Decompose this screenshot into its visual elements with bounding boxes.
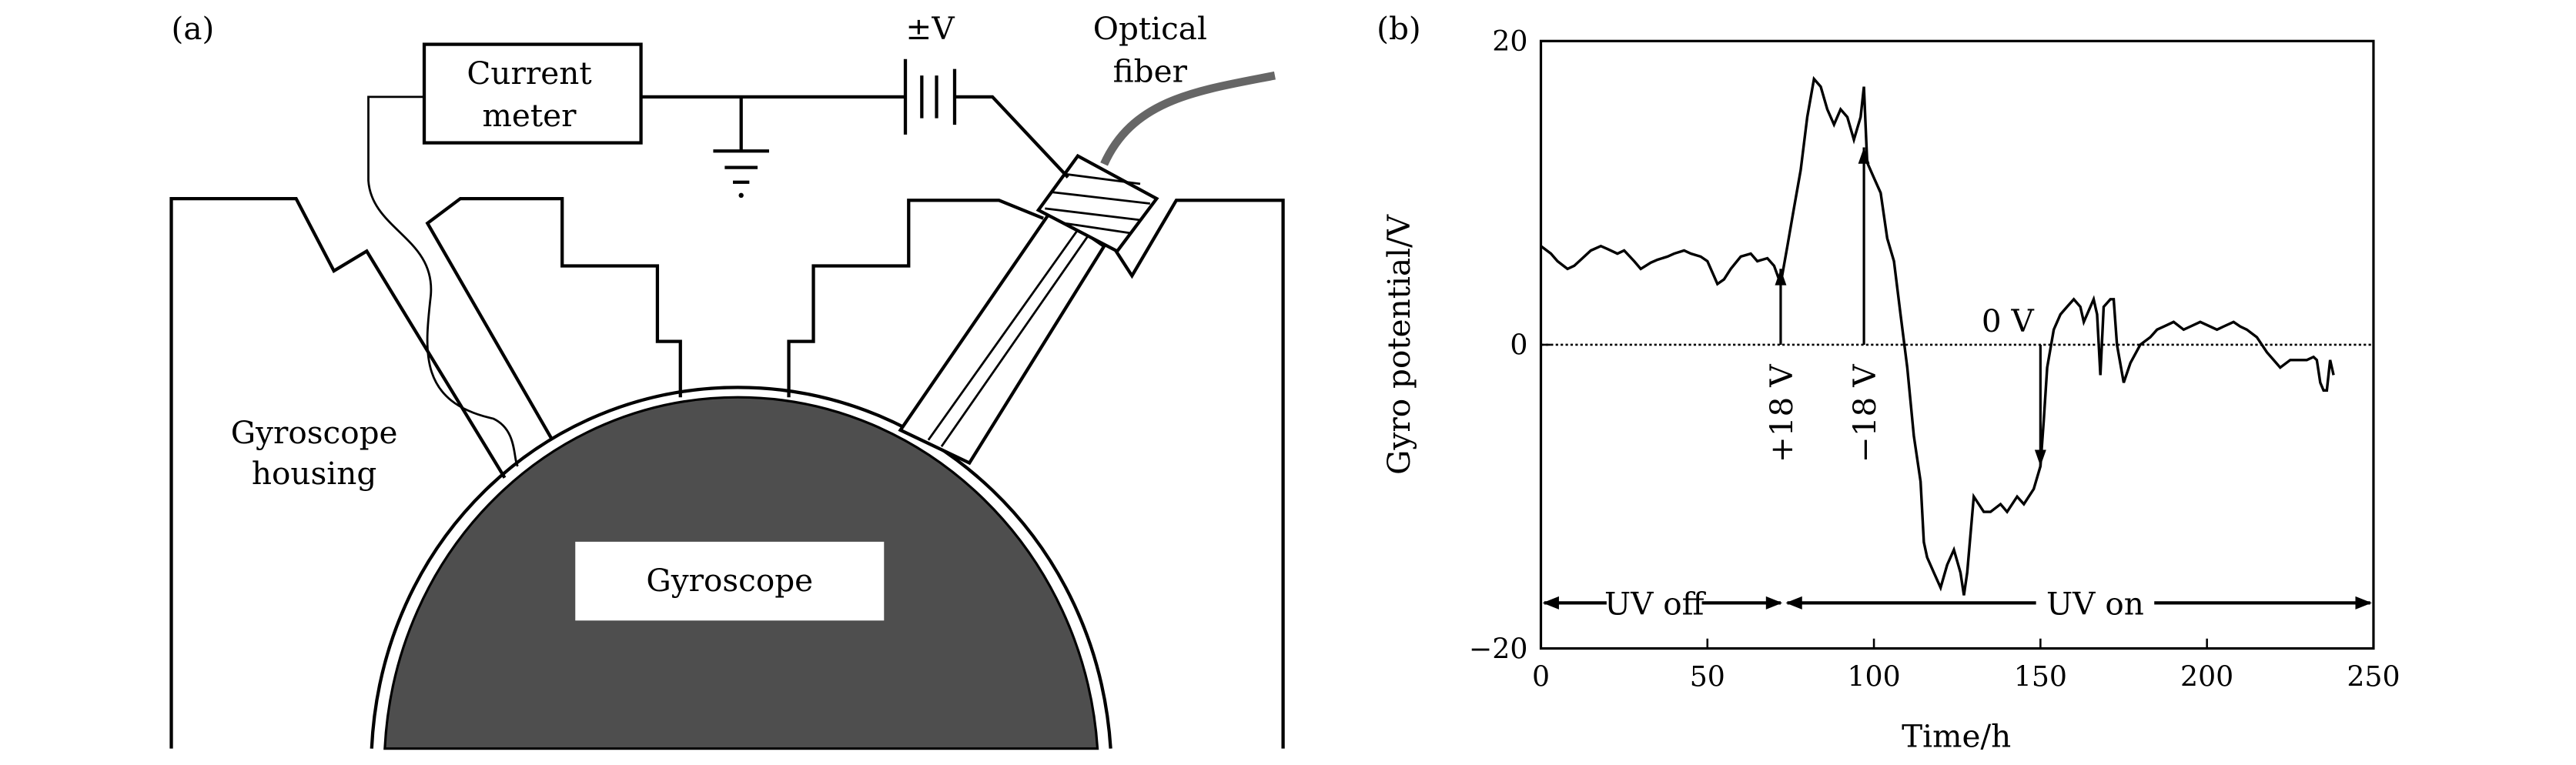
wire-meter-gyroscope (367, 95, 519, 467)
x-tick-label: 50 (1690, 660, 1725, 693)
gyroscope-label-box (575, 541, 885, 621)
optical-fiber-label-1: Optical (1093, 10, 1207, 47)
current-meter-label-2: meter (483, 97, 577, 134)
arrowhead-icon (2034, 449, 2046, 466)
arrowhead-icon (1775, 269, 1787, 286)
annotation-arrow: −18 V (1846, 147, 1883, 463)
y-axis-label: Gyro potential/V (1380, 214, 1417, 475)
x-tick-label: 200 (2180, 660, 2233, 693)
span-uv-off: UV off (1542, 585, 1783, 622)
housing-right-outline (1112, 199, 1285, 749)
current-meter-box (422, 42, 643, 145)
housing-label-1: Gyroscope (231, 414, 398, 451)
gyroscope-label: Gyroscope (646, 562, 813, 599)
x-tick-label: 150 (2014, 660, 2067, 693)
span-label: UV off (1604, 585, 1707, 622)
y-tick-label: 20 (1492, 25, 1527, 58)
span-label: UV on (2046, 585, 2144, 622)
span-uv-on: UV on (1785, 585, 2372, 622)
housing-label-2: housing (252, 455, 376, 492)
housing-left-outline (169, 196, 507, 749)
panel-a-diagram: (a) Gyroscope Optical fiber Curren (169, 10, 1285, 750)
voltage-label: ±V (905, 10, 955, 47)
arrowhead-left-icon (1785, 596, 1802, 610)
arrowhead-icon (1858, 147, 1870, 164)
housing-inner-left (425, 196, 682, 441)
optical-fiber-cable (1100, 71, 1276, 166)
panel-b-label: (b) (1377, 10, 1421, 47)
arrowhead-right-icon (1765, 596, 1783, 610)
x-axis-label: Time/h (1902, 718, 2011, 755)
battery-icon (903, 58, 957, 135)
panel-a-label: (a) (172, 10, 215, 47)
housing-inner-right (787, 199, 1044, 398)
y-tick-label: −20 (1469, 632, 1528, 665)
wire-battery-connector (954, 95, 1069, 179)
ground-icon (713, 96, 769, 199)
annotation-label: +18 V (1763, 364, 1800, 463)
arrowhead-left-icon (1542, 596, 1559, 610)
fiber-tube (898, 208, 1106, 466)
annotation-arrow: +18 V (1763, 269, 1800, 463)
x-tick-label: 100 (1847, 660, 1900, 693)
y-tick-label: 0 (1510, 329, 1527, 362)
optical-fiber-label-2: fiber (1113, 53, 1188, 90)
arrowhead-right-icon (2355, 596, 2372, 610)
annotation-label: −18 V (1846, 364, 1883, 463)
annotation-arrow: 0 V (1982, 302, 2046, 466)
x-tick-label: 0 (1532, 660, 1550, 693)
x-tick-label: 250 (2347, 660, 2400, 693)
fiber-connector (1035, 153, 1159, 254)
current-meter-label-1: Current (467, 55, 591, 92)
series-line-gyro-potential (1540, 75, 2335, 596)
annotation-label: 0 V (1982, 302, 2035, 339)
gyroscope-rim (370, 386, 1112, 749)
